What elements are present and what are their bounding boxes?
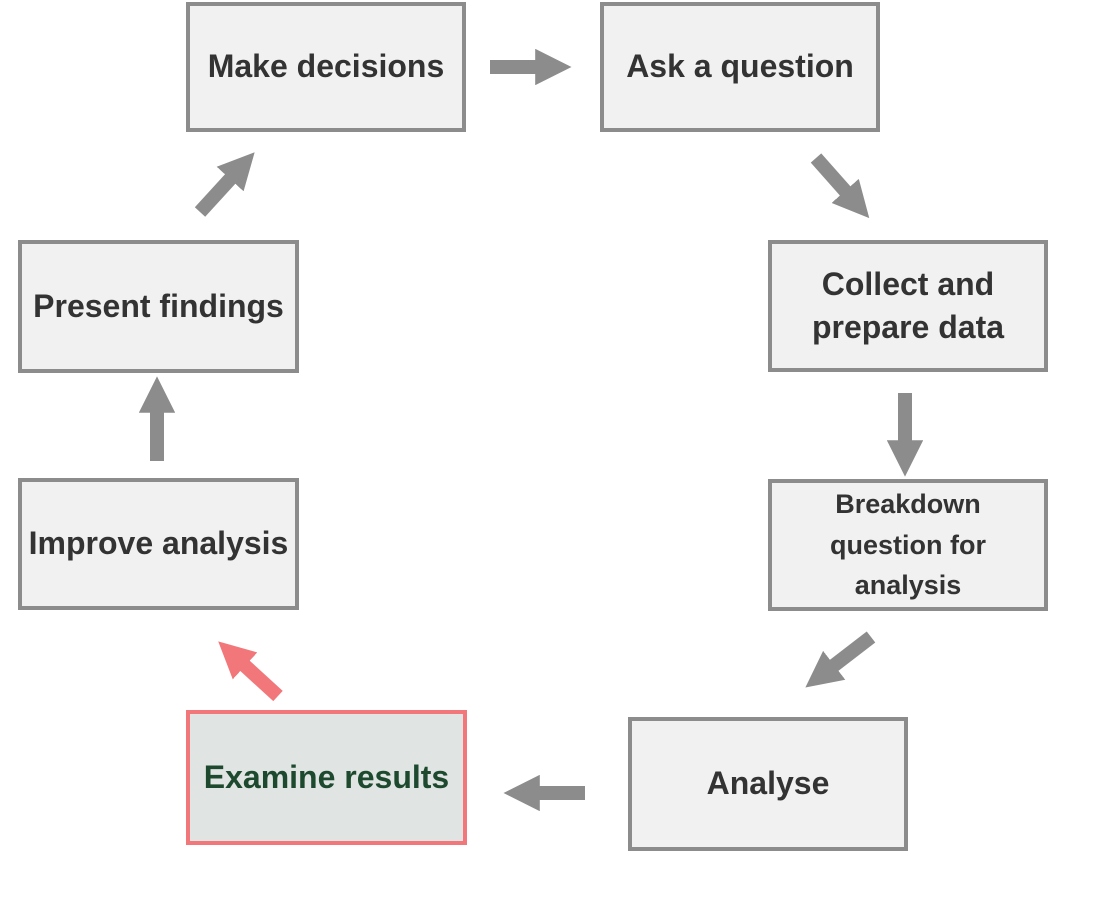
step-label: Examine results xyxy=(203,758,450,795)
step-label: Breakdown question for analysis xyxy=(830,489,986,601)
arrow-breakdown-to-analyse xyxy=(805,631,876,688)
step-label: Ask a question xyxy=(626,48,854,85)
step-label: Collect and prepare data xyxy=(811,265,1005,345)
arrow-present-to-decisions xyxy=(194,152,255,217)
step-present-findings: Present findings xyxy=(18,240,299,373)
step-improve-analysis: Improve analysis xyxy=(18,478,299,610)
step-breakdown: Breakdown question for analysis xyxy=(768,479,1048,611)
step-ask-question: Ask a question xyxy=(600,2,880,132)
step-label: Make decisions xyxy=(207,48,445,85)
step-label: Present findings xyxy=(33,287,284,324)
arrow-question-to-collect xyxy=(810,153,870,219)
step-label: Improve analysis xyxy=(28,525,289,562)
arrow-examine-to-improve xyxy=(218,641,283,702)
step-examine-results: Examine results xyxy=(186,710,467,845)
step-label: Analyse xyxy=(706,765,830,802)
step-collect-data: Collect and prepare data xyxy=(768,240,1048,372)
step-analyse: Analyse xyxy=(628,717,908,851)
step-make-decisions: Make decisions xyxy=(186,2,466,132)
